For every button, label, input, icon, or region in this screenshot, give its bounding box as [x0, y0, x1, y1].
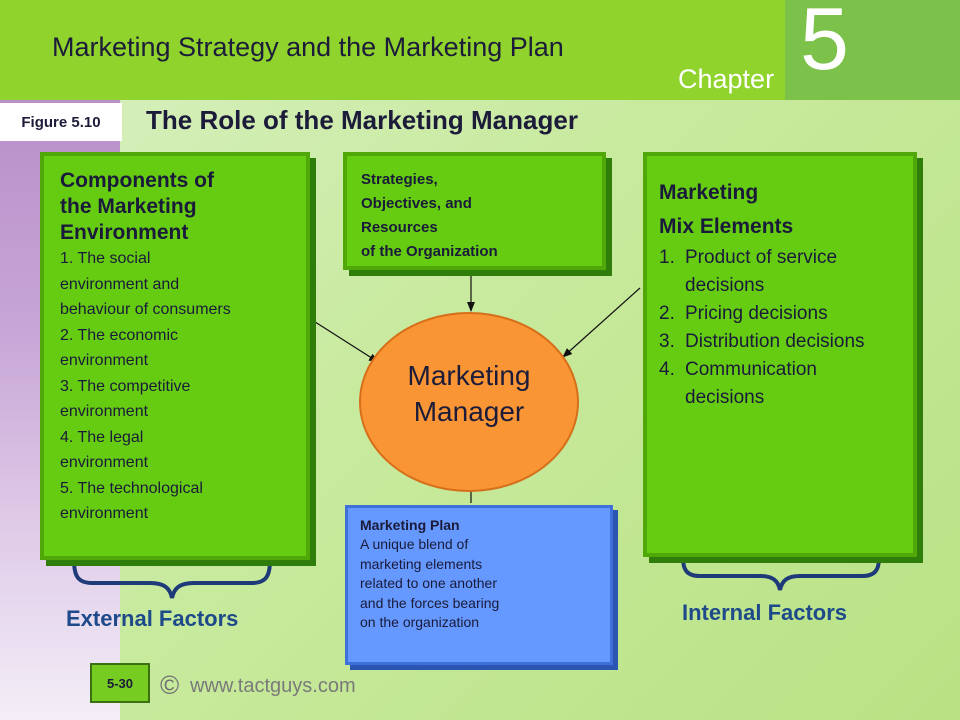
marketing-mix-item-line: decisions [685, 387, 765, 408]
marketing-plan-text: A unique blend of marketing elements relat… [360, 535, 600, 633]
strategies-line: Strategies, [361, 171, 438, 188]
environment-list-item: 4. The legal [60, 428, 144, 446]
marketing-mix-item: 4. Communication decisions [659, 356, 903, 412]
marketing-mix-item: 2. Pricing decisions [659, 300, 903, 328]
marketing-mix-item-text: Distribution decisions [685, 328, 865, 356]
diagram-title: The Role of the Marketing Manager [146, 105, 578, 135]
environment-title-line: the Marketing [60, 195, 197, 218]
marketing-mix-item-line: Pricing decisions [685, 303, 828, 324]
environment-list-item: 3. The competitive [60, 377, 191, 395]
strategies-line: Objectives, and [361, 195, 472, 212]
environment-list-item: 5. The technological [60, 479, 203, 497]
environment-list-item: environment [60, 403, 149, 420]
marketing-plan-line: A unique blend of [360, 536, 469, 552]
marketing-plan-box: Marketing Plan A unique blend of marketin… [345, 505, 613, 665]
marketing-mix-item-line: Product of service [685, 247, 838, 268]
marketing-mix-item-line: Distribution decisions [685, 331, 865, 352]
environment-list-item: 2. The economic [60, 326, 178, 344]
environment-list-item: environment [60, 352, 149, 369]
arrow-mix-to-manager [562, 287, 641, 358]
marketing-plan-line: marketing elements [360, 555, 483, 572]
header-bar: Marketing Strategy and the Marketing Pla… [0, 0, 785, 100]
marketing-plan-title: Marketing Plan [360, 517, 460, 533]
internal-factors-label: Internal Factors [682, 600, 848, 625]
marketing-mix-item-number: 1. [659, 247, 675, 268]
header-title: Marketing Strategy and the Marketing Pla… [52, 32, 564, 62]
page-number: 5-30 [90, 663, 150, 703]
chapter-label: Chapter [678, 64, 775, 94]
environment-list-item: environment [60, 454, 149, 471]
marketing-mix-list: 1. Product of service decisions 2. Pricing d… [659, 244, 903, 412]
marketing-mix-item-line: decisions [685, 275, 765, 296]
environment-list-item: 1. The social [60, 250, 151, 267]
environment-title-line: Environment [60, 221, 189, 244]
external-factors-label: External Factors [66, 606, 239, 631]
chapter-number: 5 [800, 0, 849, 88]
marketing-manager-node: Marketing Manager [359, 312, 579, 492]
marketing-mix-item-line: Communication [685, 359, 817, 380]
external-factors-brace [72, 559, 272, 599]
chapter-number-box [785, 0, 960, 100]
environment-list-item: environment and [60, 275, 180, 293]
internal-factors-brace [681, 557, 881, 591]
environment-list-item: environment [60, 505, 149, 522]
figure-label: Figure 5.10 [0, 103, 122, 141]
marketing-mix-item-text: Communication decisions [685, 356, 817, 412]
strategies-line: Resources [361, 219, 438, 236]
marketing-plan-line: related to one another [360, 575, 497, 591]
marketing-mix-item-text: Product of service decisions [685, 244, 837, 300]
arrow-environment-to-manager [311, 319, 379, 363]
copyright-icon: © [160, 670, 180, 700]
manager-label-line2: Manager [413, 396, 525, 427]
marketing-mix-item: 1. Product of service decisions [659, 244, 903, 300]
marketing-mix-item-number: 3. [659, 331, 675, 352]
environment-list: 1. The social environment and behaviour of… [60, 246, 294, 527]
marketing-mix-item-text: Pricing decisions [685, 300, 828, 328]
environment-list-item: behaviour of consumers [60, 301, 231, 318]
marketing-mix-title-line: Mix Elements [659, 215, 794, 238]
marketing-mix-item: 3. Distribution decisions [659, 328, 903, 356]
marketing-plan-line: on the organization [360, 614, 480, 630]
website-text: www.tactguys.com [190, 675, 356, 697]
environment-title-line: Components of [60, 169, 214, 192]
marketing-plan-line: and the forces bearing [360, 594, 500, 611]
marketing-mix-item-number: 4. [659, 359, 675, 380]
strategies-line: of the Organization [361, 243, 498, 260]
manager-label-line1: Marketing [407, 360, 531, 391]
marketing-mix-item-number: 2. [659, 303, 675, 324]
marketing-mix-title-line: Marketing [659, 181, 759, 204]
